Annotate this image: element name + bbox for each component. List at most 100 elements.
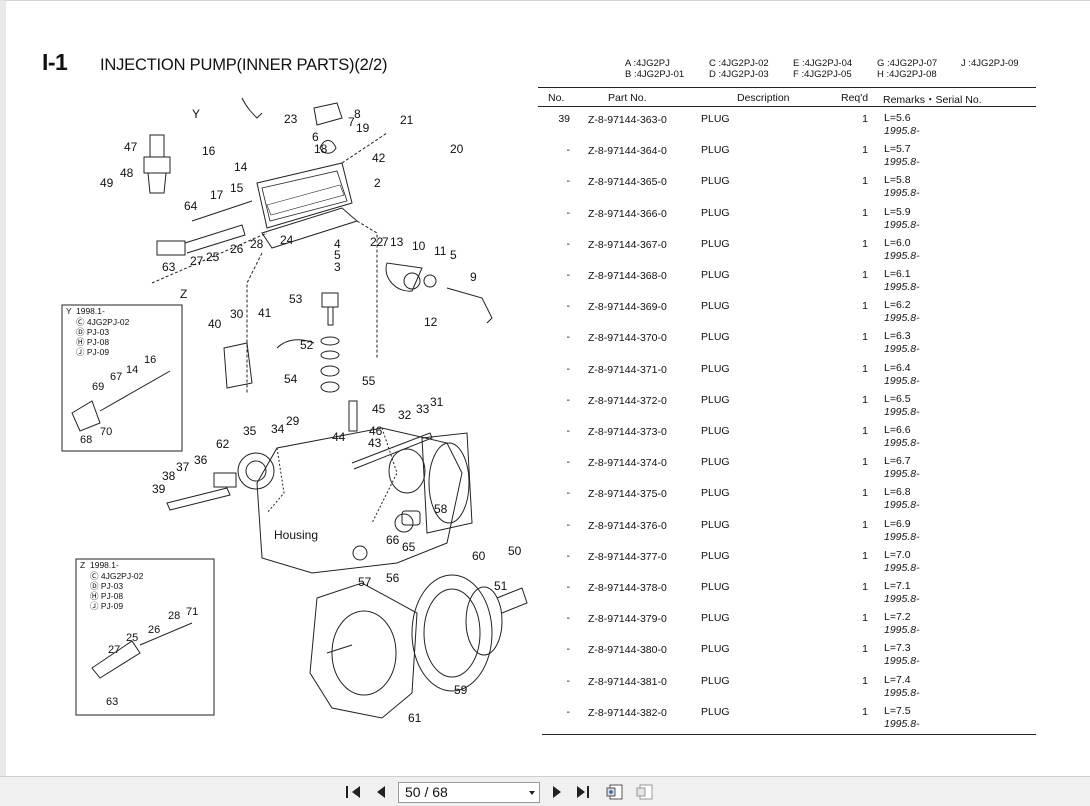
cell-remarks: L=6.9 [884,517,911,530]
svg-text:50: 50 [508,544,522,558]
cell-desc: PLUG [701,487,730,500]
cell-req: 1 [862,206,868,219]
cell-desc: PLUG [701,674,730,687]
cell-desc: PLUG [701,643,730,656]
svg-text:56: 56 [386,571,400,585]
cell-no: - [566,643,571,656]
svg-text:53: 53 [289,292,303,306]
svg-text:62: 62 [216,437,230,451]
svg-text:4: 4 [334,237,341,251]
cell-serial: 1995.8- [884,125,920,137]
last-page-icon[interactable] [573,782,595,802]
chevron-down-icon[interactable] [529,791,535,795]
svg-text:69: 69 [92,381,104,393]
svg-text:22: 22 [370,235,384,249]
cell-part: Z-8-97144-382-0 [588,706,667,719]
cell-desc: PLUG [701,237,730,250]
svg-text:17: 17 [210,188,224,202]
svg-text:19: 19 [356,121,370,135]
cell-remarks: L=7.0 [884,548,911,561]
svg-text:46: 46 [369,424,383,438]
svg-text:15: 15 [230,181,244,195]
svg-text:36: 36 [194,453,208,467]
fit-width-icon[interactable] [634,782,656,802]
cell-desc: PLUG [701,581,730,593]
first-page-icon[interactable] [342,782,364,802]
svg-text:55: 55 [362,374,376,388]
page-id: I-1 [42,49,68,75]
svg-text:Ⓓ PJ-03: Ⓓ PJ-03 [76,327,109,337]
model-code: F :4JG2PJ-05 [793,69,852,80]
cell-serial: 1995.8- [884,437,920,449]
svg-text:29: 29 [286,414,300,428]
cell-part: Z-8-97144-363-0 [588,114,667,126]
col-header-req: Req'd [841,92,869,104]
page-number-input[interactable]: 50 / 68 [398,782,540,803]
svg-text:11: 11 [434,244,447,258]
cell-part: Z-8-97144-376-0 [588,519,667,532]
next-page-icon[interactable] [546,782,568,802]
svg-text:64: 64 [184,199,198,213]
cell-req: 1 [862,705,868,718]
cell-desc: PLUG [701,175,730,188]
cell-serial: 1995.8- [884,312,920,325]
svg-text:31: 31 [430,395,444,409]
cell-serial: 1995.8- [884,249,920,262]
cell-no: - [566,549,571,562]
cell-desc: PLUG [701,362,730,375]
fit-page-icon[interactable] [604,782,626,802]
svg-text:7: 7 [382,235,389,249]
svg-text:49: 49 [100,176,114,190]
cell-part: Z-8-97144-364-0 [588,145,667,158]
cell-no: - [566,362,571,375]
svg-text:63: 63 [106,696,118,708]
svg-text:14: 14 [234,160,248,174]
cell-serial: 1995.8- [884,187,920,200]
cell-desc: PLUG [701,331,730,344]
cell-part: Z-8-97144-373-0 [588,426,667,438]
cell-remarks: L=7.4 [884,673,911,686]
cell-part: Z-8-97144-371-0 [588,363,667,376]
cell-desc: PLUG [701,518,730,531]
svg-text:43: 43 [368,436,382,450]
cell-part: Z-8-97144-365-0 [588,176,667,189]
cell-remarks: L=5.7 [884,143,911,156]
cell-req: 1 [862,674,868,687]
svg-text:14: 14 [126,364,138,376]
cell-remarks: L=6.1 [884,268,911,280]
svg-text:26: 26 [230,242,244,256]
svg-text:5: 5 [334,248,341,262]
svg-text:Z: Z [180,287,187,301]
cell-remarks: L=5.8 [884,174,911,187]
cell-remarks: L=6.4 [884,361,911,374]
svg-text:71: 71 [186,606,198,618]
cell-desc: PLUG [701,705,730,718]
svg-text:9: 9 [470,270,477,284]
cell-desc: PLUG [701,300,730,313]
svg-text:16: 16 [144,354,156,366]
svg-text:1998.1-: 1998.1- [90,560,119,570]
svg-text:58: 58 [434,502,448,516]
cell-req: 1 [862,393,868,406]
cell-no: - [566,300,571,313]
model-codes-col-5: J :4JG2PJ-09 [961,58,1019,69]
svg-text:32: 32 [398,408,412,422]
cell-no: - [566,581,571,593]
svg-text:34: 34 [271,422,285,436]
cell-req: 1 [862,456,868,469]
svg-text:25: 25 [126,632,138,644]
svg-text:33: 33 [416,402,430,416]
cell-no: 39 [558,113,570,125]
col-header-desc: Description [737,92,790,104]
prev-page-icon[interactable] [370,782,392,802]
svg-text:57: 57 [358,575,372,589]
svg-text:59: 59 [454,683,468,697]
svg-text:51: 51 [494,579,508,593]
